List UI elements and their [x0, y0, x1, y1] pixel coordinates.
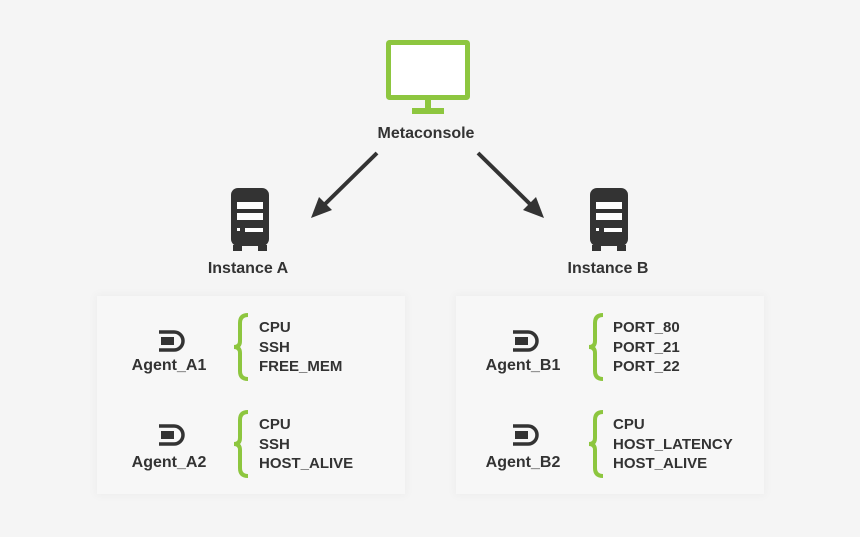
agent-icon [159, 424, 185, 446]
metaconsole-label: Metaconsole [377, 125, 475, 142]
instance-a-label: Instance A [207, 260, 289, 277]
metric-item: HOST_ALIVE [259, 455, 354, 472]
agent-b2-label: Agent_B2 [485, 454, 561, 471]
agent-icon [513, 424, 539, 446]
agent-a1-label: Agent_A1 [131, 357, 207, 374]
metric-item: PORT_22 [613, 358, 680, 375]
server-icon [590, 188, 628, 251]
metric-item: SSH [259, 338, 290, 356]
instance-a-agents-panel [97, 296, 405, 494]
metric-item: FREE_MEM [259, 358, 343, 375]
metric-item: HOST_ALIVE [613, 455, 708, 472]
instance-b-label: Instance B [567, 260, 649, 277]
agent-b1-label: Agent_B1 [485, 357, 561, 374]
metric-item: SSH [259, 435, 290, 453]
metric-item: PORT_80 [613, 319, 680, 336]
server-icon [231, 188, 269, 251]
metric-item: CPU [613, 416, 645, 433]
agent-a2-metrics: CPU SSH HOST_ALIVE [259, 415, 353, 474]
agent-b1-metrics: PORT_80 PORT_21 PORT_22 [613, 318, 680, 377]
metric-item: PORT_21 [613, 338, 680, 356]
metric-item: CPU [259, 416, 291, 433]
bracket-b1 [588, 313, 604, 381]
agent-a2-label: Agent_A2 [131, 454, 207, 471]
metric-item: CPU [259, 319, 291, 336]
agent-icon [513, 330, 539, 352]
monitor-icon [386, 40, 470, 114]
metric-item: HOST_LATENCY [613, 435, 733, 453]
agent-a1-metrics: CPU SSH FREE_MEM [259, 318, 342, 377]
bracket-b2 [588, 410, 604, 478]
agent-icon [159, 330, 185, 352]
instance-b-agents-panel [456, 296, 764, 494]
bracket-a2 [233, 410, 249, 478]
bracket-a1 [233, 313, 249, 381]
agent-b2-metrics: CPU HOST_LATENCY HOST_ALIVE [613, 415, 733, 474]
